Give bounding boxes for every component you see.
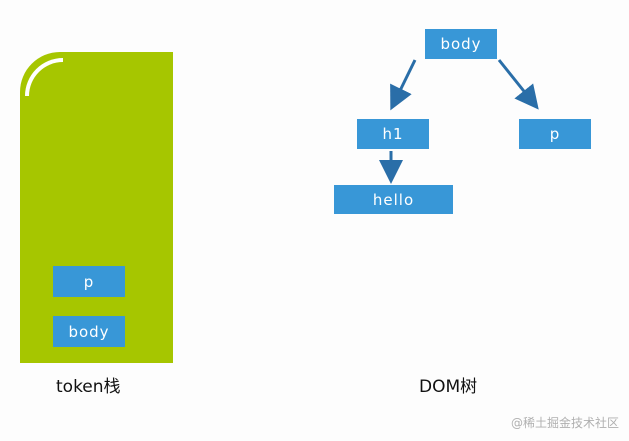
dom-node-body: body <box>425 29 497 59</box>
dom-node-p: p <box>519 119 591 149</box>
dom-node-h1: h1 <box>357 119 429 149</box>
stack-item-body: body <box>53 316 125 347</box>
token-stack <box>20 52 173 363</box>
stack-item-p: p <box>53 266 125 297</box>
watermark: @稀土掘金技术社区 <box>510 416 619 430</box>
edge-body-p <box>497 59 539 110</box>
dom-tree-caption: DOM树 <box>419 377 478 397</box>
edge-body-h1 <box>390 59 417 111</box>
dom-node-hello: hello <box>334 185 453 214</box>
token-stack-caption: token栈 <box>56 377 121 397</box>
